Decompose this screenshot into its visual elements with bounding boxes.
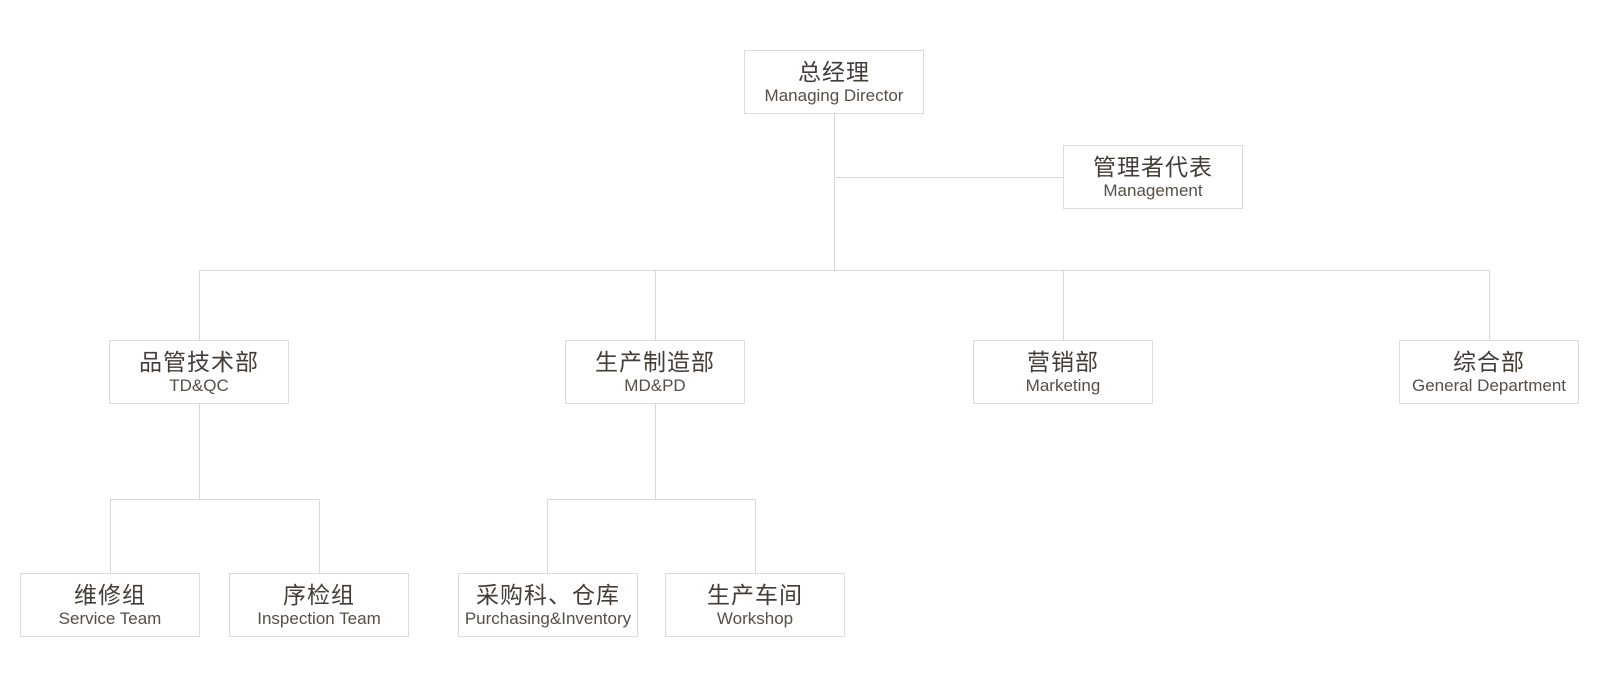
connector-level2-bus [199, 270, 1490, 271]
node-subtitle: Managing Director [764, 85, 904, 105]
node-title: 生产制造部 [595, 348, 715, 375]
node-subtitle: TD&QC [169, 375, 229, 395]
node-workshop: 生产车间 Workshop [665, 573, 845, 637]
node-subtitle: General Department [1411, 375, 1567, 395]
node-title: 序检组 [283, 581, 355, 608]
connector-management-branch [834, 177, 1063, 178]
connector-td-qc-stem [199, 404, 200, 499]
node-subtitle: Management [1103, 180, 1203, 200]
node-subtitle: Inspection Team [257, 608, 381, 628]
node-subtitle: Purchasing&Inventory [464, 608, 632, 628]
connector-md-pd-bar [547, 499, 756, 500]
node-service-team: 维修组 Service Team [20, 573, 200, 637]
node-title: 总经理 [798, 58, 870, 85]
node-subtitle: Service Team [58, 608, 162, 628]
node-title: 生产车间 [707, 581, 803, 608]
node-title: 营销部 [1027, 348, 1099, 375]
node-marketing: 营销部 Marketing [973, 340, 1153, 404]
node-general-department: 综合部 General Department [1399, 340, 1579, 404]
node-title: 管理者代表 [1093, 153, 1213, 180]
node-subtitle: Marketing [1025, 375, 1101, 395]
connector-drop-service-team [110, 499, 111, 573]
connector-drop-marketing [1063, 270, 1064, 340]
connector-md-pd-stem [655, 404, 656, 499]
node-title: 采购科、仓库 [476, 581, 620, 608]
node-subtitle: MD&PD [624, 375, 686, 395]
node-management: 管理者代表 Management [1063, 145, 1243, 209]
node-title: 品管技术部 [139, 348, 259, 375]
connector-drop-workshop [755, 499, 756, 573]
connector-drop-purchasing [547, 499, 548, 573]
node-managing-director: 总经理 Managing Director [744, 50, 924, 114]
node-inspection-team: 序检组 Inspection Team [229, 573, 409, 637]
node-subtitle: Workshop [716, 608, 794, 628]
node-md-pd: 生产制造部 MD&PD [565, 340, 745, 404]
connector-drop-td-qc [199, 270, 200, 340]
node-title: 综合部 [1453, 348, 1525, 375]
node-purchasing-inventory: 采购科、仓库 Purchasing&Inventory [458, 573, 638, 637]
connector-drop-inspection-team [319, 499, 320, 573]
connector-drop-general-department [1489, 270, 1490, 340]
connector-td-qc-bar [110, 499, 320, 500]
connector-managing-director-stem [834, 114, 835, 270]
connector-drop-md-pd [655, 270, 656, 340]
node-td-qc: 品管技术部 TD&QC [109, 340, 289, 404]
node-title: 维修组 [74, 581, 146, 608]
